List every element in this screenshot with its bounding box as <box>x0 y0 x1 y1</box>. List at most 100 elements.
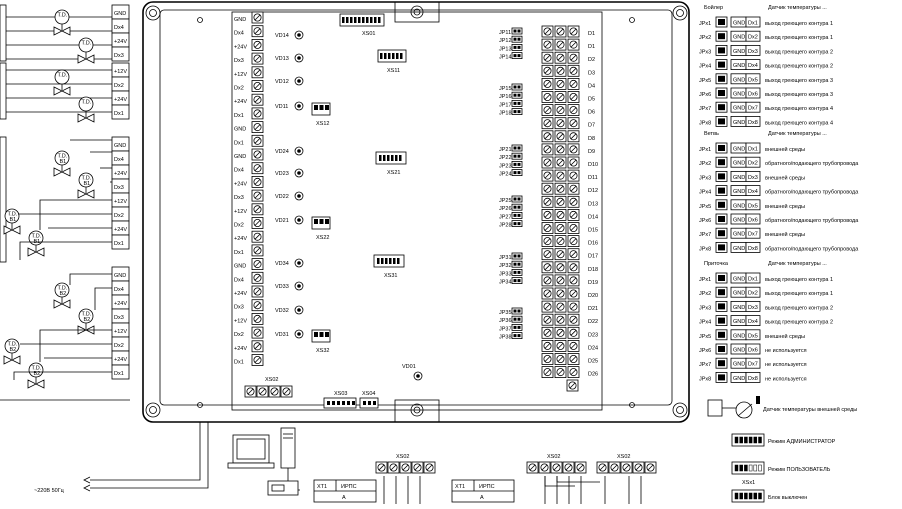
screw-slot <box>544 41 551 48</box>
legend-text: не используется <box>765 376 807 382</box>
led-core <box>297 104 301 108</box>
terminal-label: D1 <box>588 44 595 50</box>
actuator-label: T.D. <box>82 41 92 47</box>
pin <box>395 155 398 161</box>
legend-gnd: GND <box>733 161 745 167</box>
connector-label: XS11 <box>387 68 400 74</box>
legend-dx: Dx2 <box>748 291 758 297</box>
jumper-cap <box>718 187 725 194</box>
jumper-label: JP13 <box>499 46 512 52</box>
pin <box>352 401 355 405</box>
screw-slot <box>570 94 577 100</box>
screw-slot <box>529 464 536 471</box>
screw-slot <box>414 464 421 471</box>
terminal-label: D11 <box>588 175 598 181</box>
legend-gnd: GND <box>733 106 745 112</box>
valve-body <box>77 54 95 64</box>
board-right-terminals: D1D1D2D3D4D5D6D7D8D9D10D11D12D13D14D15D1… <box>499 25 598 392</box>
screw-slot <box>254 329 261 336</box>
screw-slot <box>557 356 564 362</box>
mode-pin <box>753 436 758 444</box>
jumper-pin <box>513 309 517 313</box>
screw-slot <box>570 343 577 349</box>
screw-slot <box>544 146 551 153</box>
actuator-label: T.D. <box>8 342 18 348</box>
jumper-pin <box>513 334 517 338</box>
legend-jp-label: JPx2 <box>699 291 711 297</box>
terminal-screw-icon <box>541 64 554 77</box>
pin <box>354 17 357 23</box>
screw-head <box>569 368 578 377</box>
legend-text: обратного/подающего трубопровода <box>765 246 859 252</box>
screw-head <box>543 276 552 285</box>
screw-slot <box>557 369 564 375</box>
pin <box>362 17 365 23</box>
terminal-screw-icon <box>550 461 563 474</box>
screw-head <box>543 79 552 88</box>
jumper-icon <box>715 199 728 211</box>
connector-label: XS31 <box>384 273 397 279</box>
screw-head <box>253 54 262 63</box>
mode-label: Блок выключен <box>768 495 807 501</box>
terminal-label: Dx1 <box>234 360 244 366</box>
terminal-label: Dx2 <box>234 223 244 229</box>
legend-text: внешней среды <box>765 203 805 210</box>
pin <box>347 401 350 405</box>
screw-head <box>556 289 565 298</box>
screw-head <box>552 463 561 472</box>
screw-head <box>253 177 262 186</box>
terminal-screw-icon <box>541 91 554 103</box>
terminal-label: D26 <box>588 372 598 378</box>
screw-head <box>569 276 578 285</box>
legend-jp-label: JPx6 <box>699 348 711 354</box>
mode-connector-icon <box>731 461 765 475</box>
jumper-icon <box>511 160 523 168</box>
dx-cell <box>745 286 761 298</box>
screw-slot <box>254 275 261 281</box>
jumper-pin <box>513 85 517 89</box>
screw-slot <box>570 185 577 192</box>
jumper-label: JP15 <box>499 86 512 92</box>
terminal-screw-icon <box>554 156 567 169</box>
screw-head <box>246 387 255 396</box>
pin <box>366 17 369 23</box>
screw-slot <box>544 303 551 310</box>
corner-screw-icon <box>672 5 688 21</box>
screw-head <box>556 158 565 167</box>
terminal-screw-icon <box>554 104 567 116</box>
terminal-label: D8 <box>588 136 595 142</box>
screw-head <box>253 246 262 255</box>
pin <box>384 53 387 59</box>
actuator-label: T.D. <box>8 212 18 218</box>
computer-icon <box>227 427 296 469</box>
wire <box>13 371 112 380</box>
legend-dx: Dx5 <box>748 333 758 339</box>
legend-text: выход греющего контура 1 <box>765 35 833 41</box>
screw-head <box>543 328 552 337</box>
jumper-icon <box>715 315 728 327</box>
pin-label: Dx2 <box>114 343 124 349</box>
pin <box>377 258 380 264</box>
jumper-pin <box>517 37 521 41</box>
terminal-label: D4 <box>588 83 595 89</box>
terminal-strip-label: XS02 <box>265 377 278 383</box>
actuator-label: T.D. <box>58 73 68 79</box>
mode-pin <box>739 492 743 500</box>
terminal-label: GND <box>234 17 246 23</box>
pin <box>387 155 390 161</box>
jumper-pin <box>513 254 517 258</box>
screw-head <box>569 171 578 180</box>
terminal-screw-icon <box>541 143 554 156</box>
valve-actuator-icon: T.D.B1 <box>27 230 45 257</box>
screw-head <box>253 314 262 323</box>
screw-head <box>569 302 578 311</box>
terminal-strip-label: XS02 <box>617 454 630 460</box>
terminal-screw-icon <box>251 312 264 325</box>
led-icon <box>294 76 304 86</box>
screw-head <box>564 463 573 472</box>
jumper-pin <box>513 146 517 150</box>
jumper-icon <box>715 300 728 312</box>
terminal-screw-icon <box>244 385 257 398</box>
jumper-icon <box>511 211 523 219</box>
corner-screw-icon <box>145 402 161 418</box>
